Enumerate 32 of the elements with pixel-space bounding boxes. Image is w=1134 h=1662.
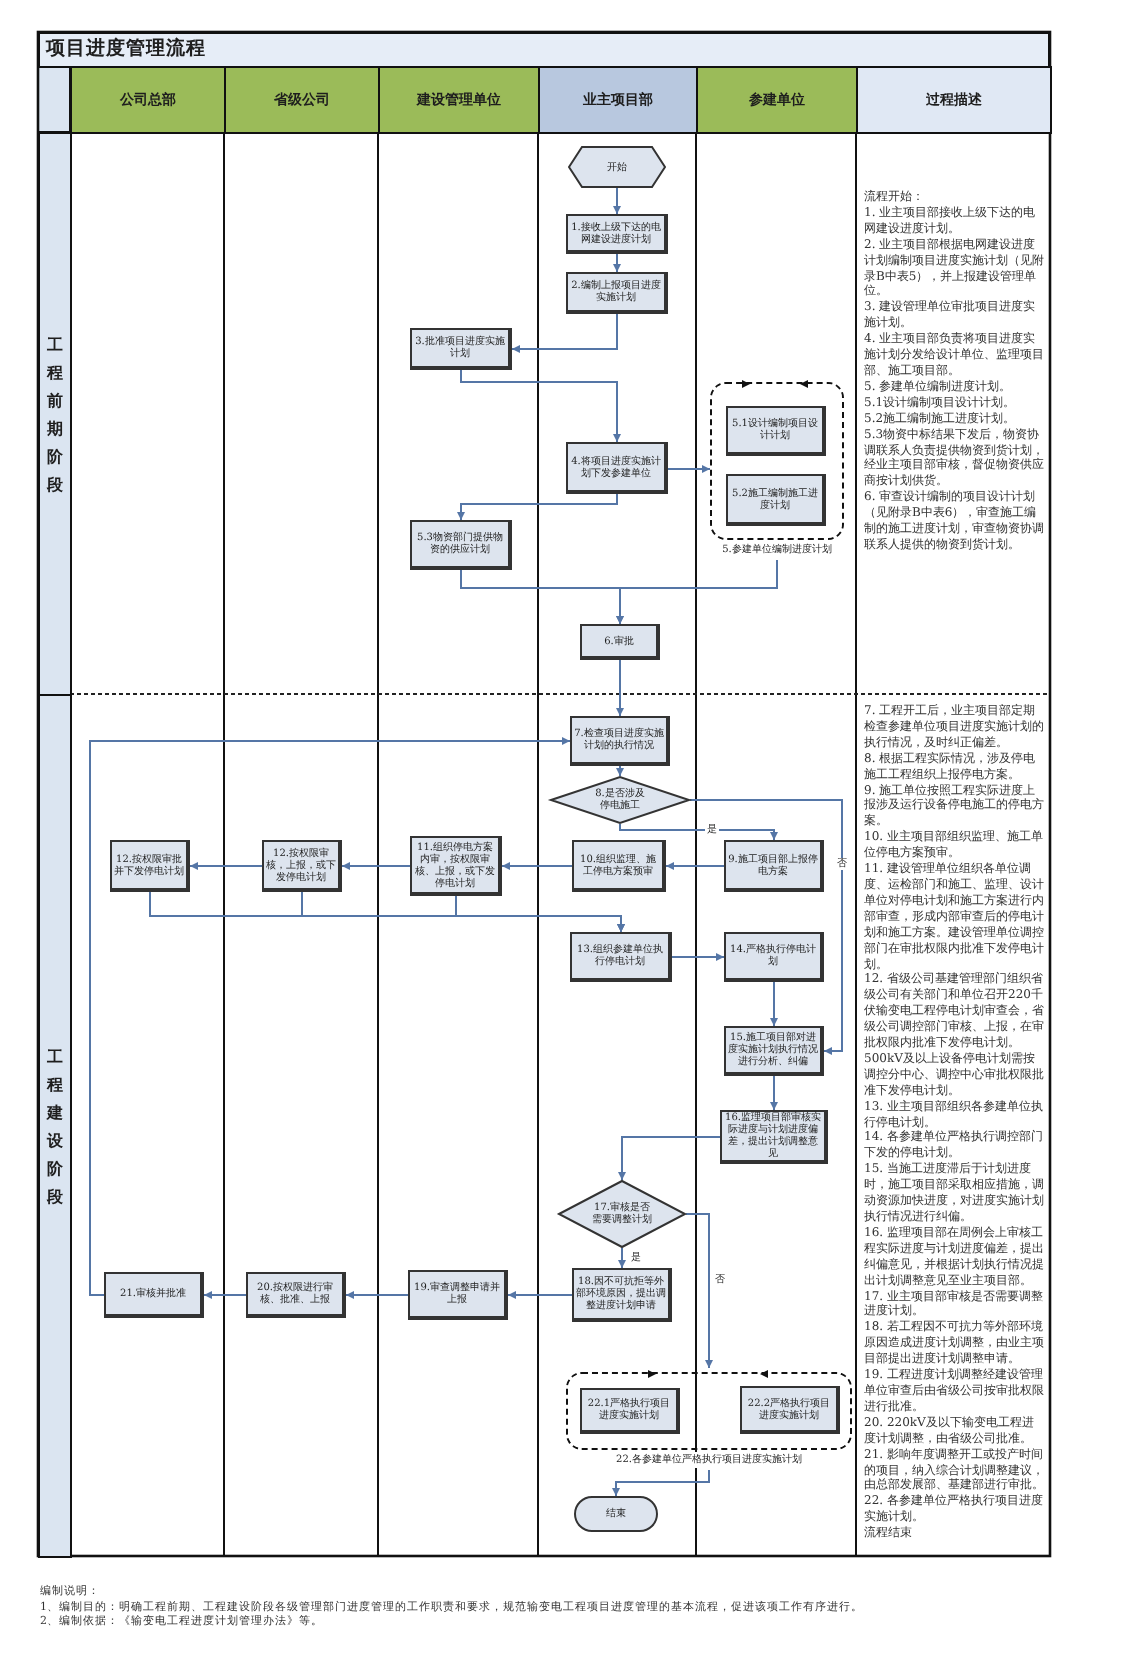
arrow	[770, 1075, 778, 1111]
arrow	[665, 862, 725, 870]
arrow	[671, 953, 725, 961]
arrow	[616, 659, 624, 717]
title-bar: 项目进度管理流程	[38, 32, 1050, 68]
arrow	[619, 823, 778, 841]
arrow	[460, 569, 624, 625]
arrow	[89, 737, 571, 1296]
arrow	[689, 799, 843, 1055]
arrow	[618, 1136, 721, 1181]
arrow	[501, 862, 573, 870]
arrow	[455, 895, 625, 933]
arrow	[345, 1291, 409, 1299]
arrow	[616, 765, 624, 777]
arrow	[189, 862, 263, 870]
arrow	[341, 862, 411, 870]
arrow	[618, 1247, 626, 1269]
arrow	[460, 369, 621, 443]
arrow	[457, 493, 618, 521]
dashed-frame	[710, 378, 844, 560]
phase-band: 工程建设阶段	[38, 694, 72, 1558]
arrow	[667, 465, 711, 473]
arrow	[613, 253, 621, 273]
arrow	[203, 1291, 247, 1299]
arrow	[613, 187, 621, 215]
arrow	[507, 1291, 573, 1299]
arrow	[612, 1469, 710, 1497]
arrow	[511, 313, 618, 353]
arrow	[770, 981, 778, 1027]
phase-band: 工程前期阶段	[38, 132, 72, 696]
dashed-frame	[566, 1368, 852, 1470]
arrow	[685, 1213, 713, 1369]
